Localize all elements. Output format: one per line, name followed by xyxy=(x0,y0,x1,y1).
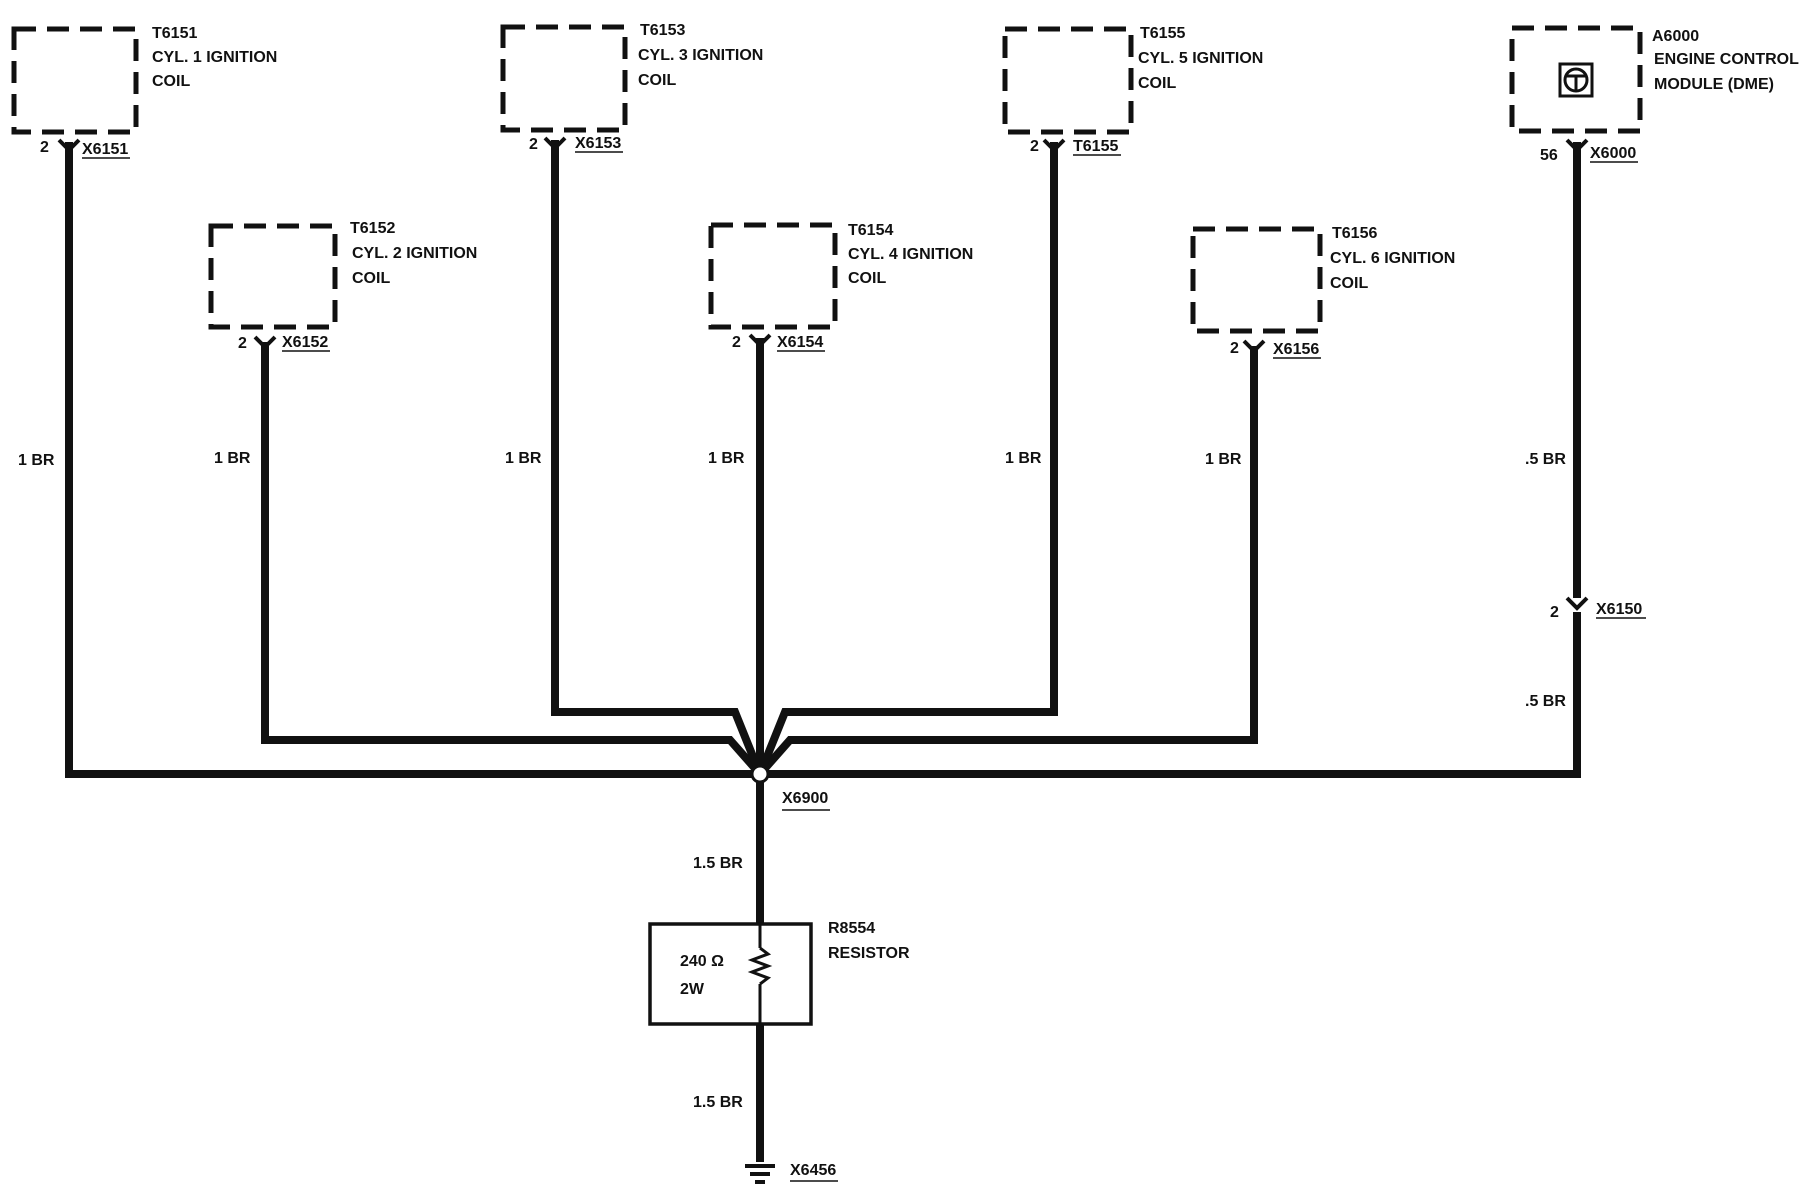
coil-t6154-name2: COIL xyxy=(848,270,886,287)
module-a6000: A6000 ENGINE CONTROL MODULE (DME) xyxy=(1509,25,1799,134)
wire-label-x6150: .5 BR xyxy=(1525,693,1566,710)
coil-t6154-box xyxy=(708,222,838,330)
connector-x6000-label: X6000 xyxy=(1590,145,1636,162)
wire-label-x6000: .5 BR xyxy=(1525,451,1566,468)
coil-t6155-box xyxy=(1002,26,1134,135)
connector-labels: X6151 X6152 X6153 X6154 T6155 X6156 X600… xyxy=(82,135,1646,1182)
wire-label-t6155: 1 BR xyxy=(1005,450,1042,467)
resistor-power: 2W xyxy=(680,981,705,998)
resistor-value: 240 Ω xyxy=(680,953,724,970)
coil-t6152-name: CYL. 2 IGNITION xyxy=(352,245,477,262)
splice-x6900-icon xyxy=(750,764,770,784)
coil-t6156-id: T6156 xyxy=(1332,225,1377,242)
wire-x6156 xyxy=(757,346,1258,777)
connector-x6151-icon xyxy=(57,138,81,153)
wire-x6152 xyxy=(261,342,763,777)
pin-x6152: 2 xyxy=(238,335,247,352)
wire-x6153 xyxy=(551,140,764,776)
resistor-name: RESISTOR xyxy=(828,945,910,962)
coil-t6156-name2: COIL xyxy=(1330,275,1368,292)
coil-t6152-id: T6152 xyxy=(350,220,395,237)
coil-t6154-id: T6154 xyxy=(848,222,893,239)
coil-t6151: T6151 CYL. 1 IGNITION COIL xyxy=(11,25,277,135)
pin-t6155: 2 xyxy=(1030,138,1039,155)
connector-x6156-icon xyxy=(1242,339,1266,354)
coil-t6151-name: CYL. 1 IGNITION xyxy=(152,49,277,66)
ground-x6456-label: X6456 xyxy=(790,1162,836,1179)
coil-t6152-box xyxy=(208,223,338,330)
connector-x6000-icon xyxy=(1565,138,1589,153)
wire-label-resistor-out: 1.5 BR xyxy=(693,1094,743,1111)
pin-labels: 2 2 2 2 2 2 56 2 xyxy=(40,136,1559,621)
pin-x6154: 2 xyxy=(732,334,741,351)
coil-t6155-name2: COIL xyxy=(1138,75,1176,92)
connector-x6150-label: X6150 xyxy=(1596,601,1642,618)
pin-x6000: 56 xyxy=(1540,147,1558,164)
coil-t6154-name: CYL. 4 IGNITION xyxy=(848,246,973,263)
coil-t6153-box xyxy=(500,24,628,133)
connector-t6155-label: T6155 xyxy=(1073,138,1118,155)
wire-t6155 xyxy=(756,142,1058,776)
connector-x6154-label: X6154 xyxy=(777,334,823,351)
wire-x6150 xyxy=(760,612,1581,778)
coil-t6152: T6152 CYL. 2 IGNITION COIL xyxy=(208,220,477,330)
coil-t6154: T6154 CYL. 4 IGNITION COIL xyxy=(708,222,973,330)
wire-x6151 xyxy=(65,142,760,778)
coil-t6155-name: CYL. 5 IGNITION xyxy=(1138,50,1263,67)
coil-t6153-name2: COIL xyxy=(638,72,676,89)
connector-symbols xyxy=(57,136,1589,611)
coil-t6156-box xyxy=(1190,226,1323,334)
coil-t6151-box xyxy=(11,26,139,135)
coil-t6153-name: CYL. 3 IGNITION xyxy=(638,47,763,64)
pin-x6151: 2 xyxy=(40,139,49,156)
module-a6000-name2: MODULE (DME) xyxy=(1654,76,1774,93)
connector-x6151-label: X6151 xyxy=(82,141,128,158)
wire-label-x6154: 1 BR xyxy=(708,450,745,467)
connector-x6154-icon xyxy=(748,333,772,348)
wire-label-x6156: 1 BR xyxy=(1205,451,1242,468)
coil-t6156-name: CYL. 6 IGNITION xyxy=(1330,250,1455,267)
module-a6000-id: A6000 xyxy=(1652,28,1699,45)
coil-t6153: T6153 CYL. 3 IGNITION COIL xyxy=(500,22,763,133)
wire-label-x6151: 1 BR xyxy=(18,452,55,469)
connector-t6155-icon xyxy=(1042,138,1066,153)
ecu-symbol-icon xyxy=(1558,62,1594,98)
wire-harness xyxy=(65,140,1581,1162)
coil-t6151-id: T6151 xyxy=(152,25,197,42)
connector-x6153-icon xyxy=(543,136,567,151)
module-a6000-name: ENGINE CONTROL xyxy=(1654,51,1799,68)
coil-t6151-name2: COIL xyxy=(152,73,190,90)
resistor-box xyxy=(648,922,813,1026)
pin-x6153: 2 xyxy=(529,136,538,153)
connector-x6156-label: X6156 xyxy=(1273,341,1319,358)
wire-labels: 1 BR 1 BR 1 BR 1 BR 1 BR 1 BR .5 BR .5 B… xyxy=(18,450,1566,1111)
connector-x6150-icon xyxy=(1565,596,1589,611)
pin-x6150: 2 xyxy=(1550,604,1559,621)
resistor-id: R8554 xyxy=(828,920,875,937)
ground-symbol-icon xyxy=(745,1164,775,1184)
coil-t6155: T6155 CYL. 5 IGNITION COIL xyxy=(1002,25,1263,135)
wire-label-resistor-in: 1.5 BR xyxy=(693,855,743,872)
wire-label-x6152: 1 BR xyxy=(214,450,251,467)
connector-x6152-icon xyxy=(253,335,277,350)
splice-x6900-label: X6900 xyxy=(782,790,828,807)
coil-t6153-id: T6153 xyxy=(640,22,685,39)
pin-x6156: 2 xyxy=(1230,340,1239,357)
coil-t6155-id: T6155 xyxy=(1140,25,1185,42)
coil-t6152-name2: COIL xyxy=(352,270,390,287)
module-a6000-box xyxy=(1509,25,1643,134)
resistor-r8554: 240 Ω 2W R8554 RESISTOR xyxy=(648,920,910,1026)
wire-label-x6153: 1 BR xyxy=(505,450,542,467)
coil-t6156: T6156 CYL. 6 IGNITION COIL xyxy=(1190,225,1455,334)
connector-x6152-label: X6152 xyxy=(282,334,328,351)
connector-x6153-label: X6153 xyxy=(575,135,621,152)
resistor-symbol-icon xyxy=(747,946,773,986)
